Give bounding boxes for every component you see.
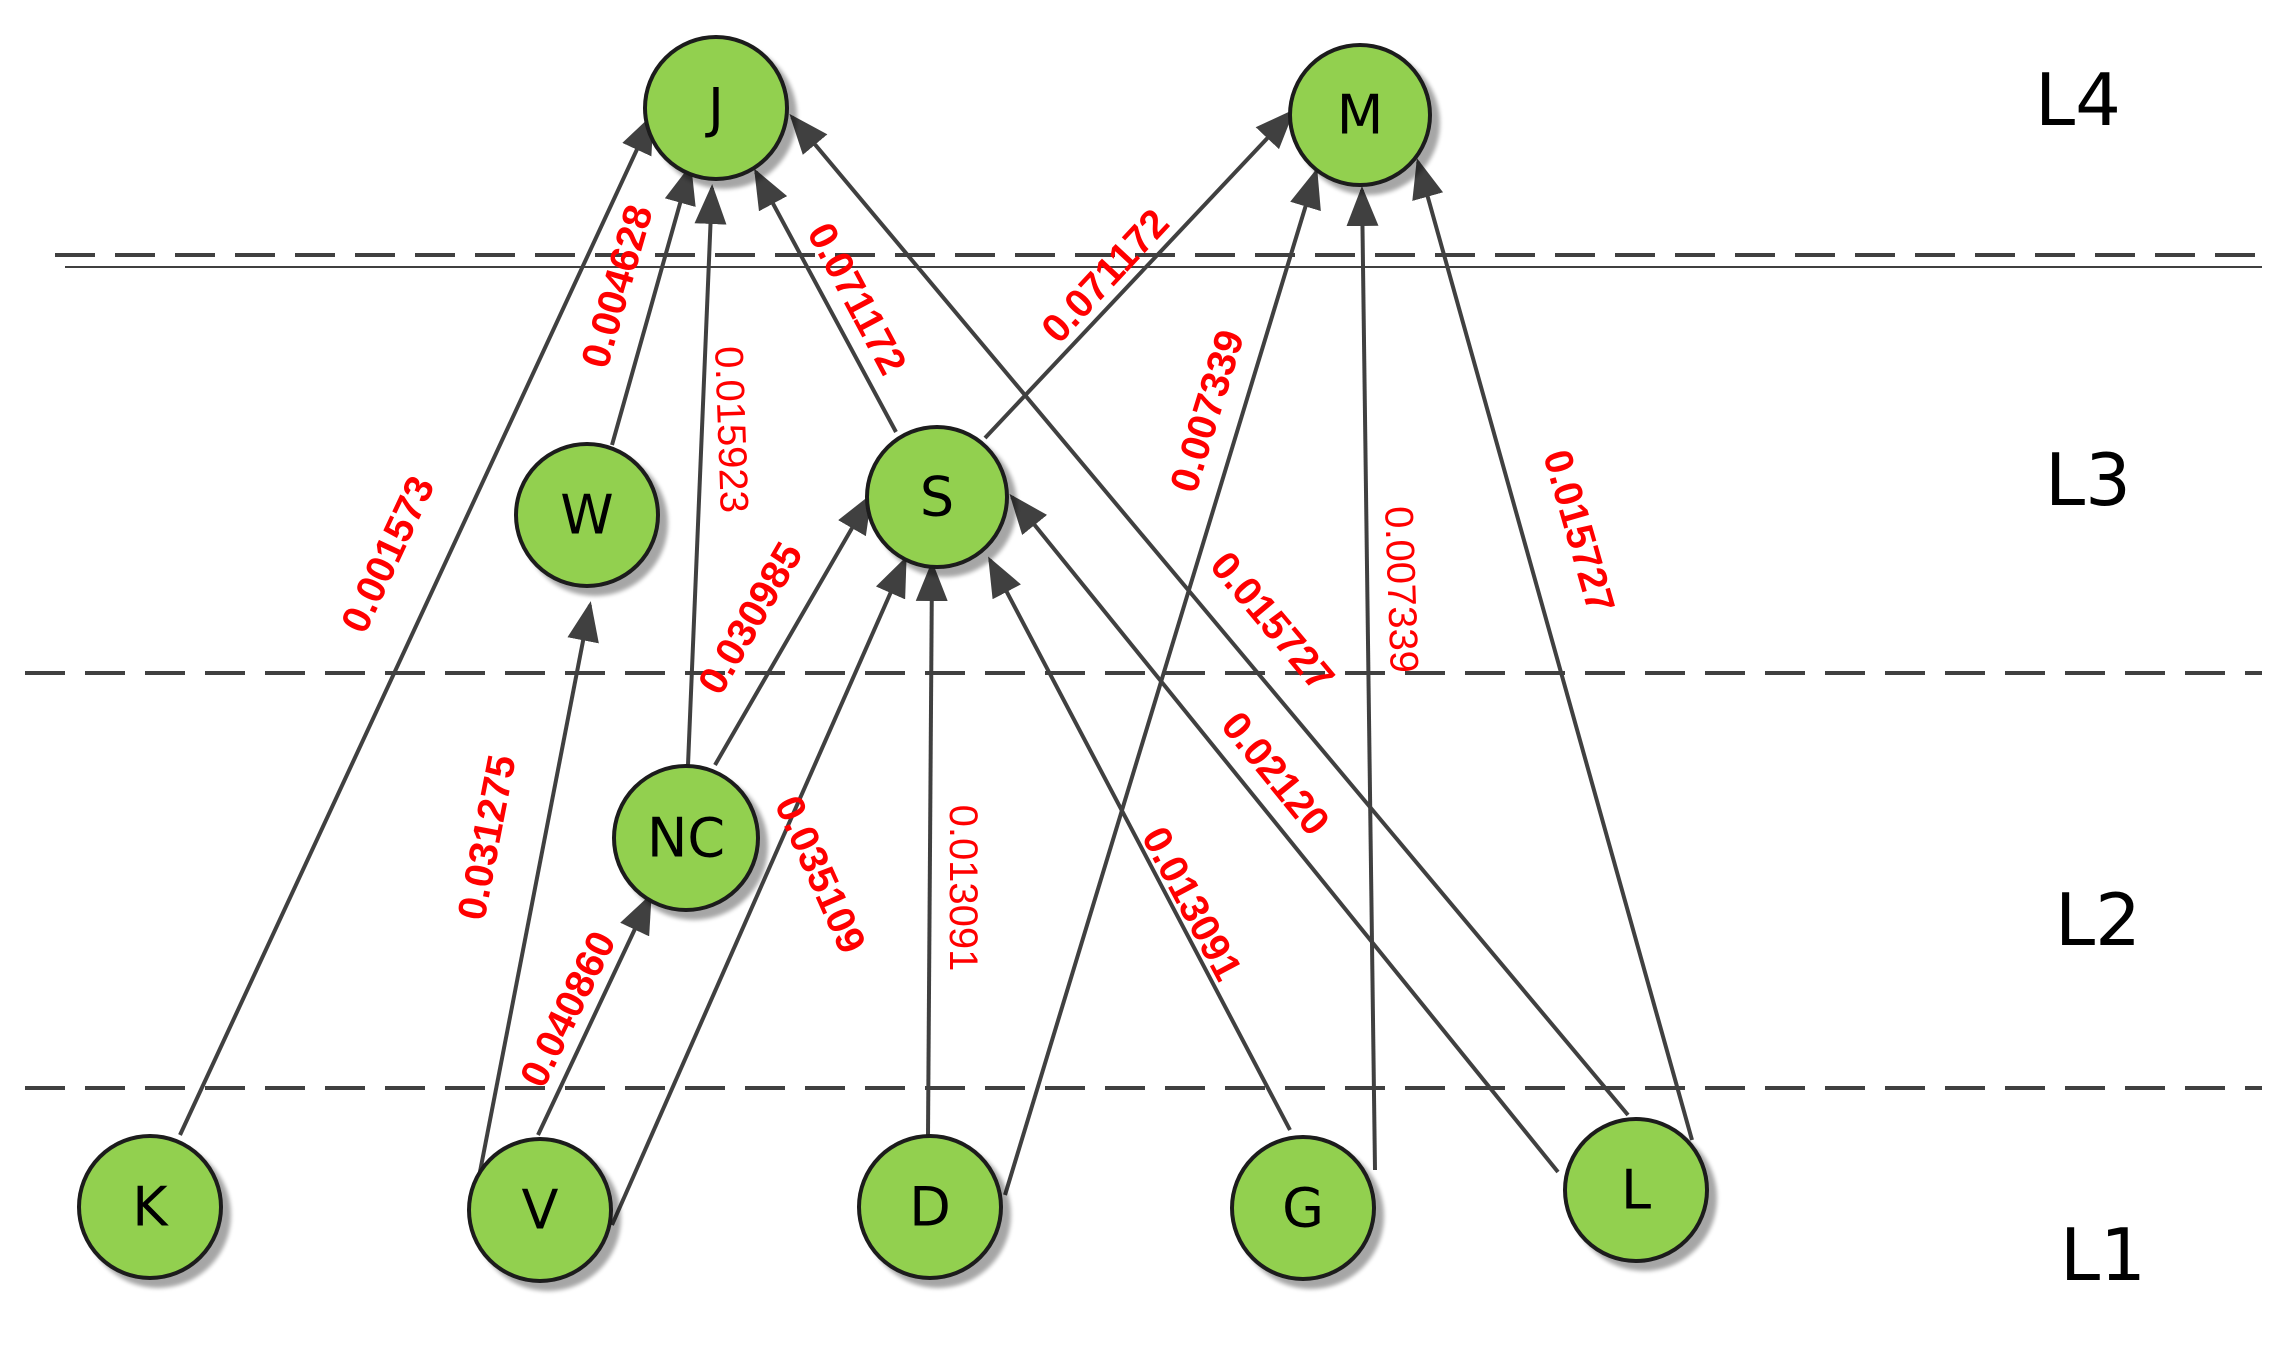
node-label-s: S (920, 466, 954, 529)
weight-k-j: 0.001573 (333, 470, 443, 640)
node-v: V (467, 1137, 613, 1283)
edge-weights: 0.001573 0.004628 0.015923 0.071172 0.01… (333, 200, 1623, 1094)
nodes: J M W S NC K V D (77, 35, 1709, 1283)
node-label-j: J (705, 77, 724, 140)
node-label-k: K (132, 1176, 169, 1239)
node-label-g: G (1282, 1177, 1324, 1240)
edge-k-j (178, 113, 654, 1136)
edge-l-s (1009, 493, 1560, 1174)
weight-s-m: 0.071172 (1033, 201, 1177, 351)
edge-w-j (610, 164, 696, 446)
weight-w-j: 0.004628 (573, 200, 661, 373)
node-k: K (77, 1134, 223, 1280)
node-label-l: L (1621, 1159, 1651, 1222)
node-d: D (857, 1134, 1003, 1280)
node-m: M (1288, 43, 1432, 187)
weight-g-s: 0.013091 (1133, 820, 1250, 988)
node-label-nc: NC (647, 807, 725, 870)
weight-l-j: 0.015727 (1201, 544, 1342, 700)
edge-v-nc (536, 893, 652, 1136)
weight-v-w: 0.031275 (450, 751, 525, 923)
edge-nc-j (686, 184, 727, 766)
level-labels: L4 L3 L2 L1 (2035, 58, 2146, 1297)
level-label-l4: L4 (2035, 58, 2121, 142)
edges (178, 109, 1694, 1226)
node-nc: NC (612, 764, 760, 912)
edge-l-j (789, 113, 1630, 1117)
node-label-m: M (1337, 84, 1384, 147)
edge-v-s (610, 556, 907, 1226)
level-dividers (25, 253, 2262, 1090)
node-label-w: W (560, 484, 613, 547)
weight-nc-j: 0.015923 (706, 345, 756, 513)
edge-nc-s (713, 493, 873, 767)
level-label-l2: L2 (2055, 878, 2141, 962)
level-label-l3: L3 (2045, 438, 2131, 522)
level-label-l1: L1 (2060, 1213, 2146, 1297)
weight-g-m: 0.007339 (1376, 505, 1426, 673)
edge-s-j (754, 168, 898, 433)
node-l: L (1563, 1117, 1709, 1263)
node-w: W (514, 442, 660, 588)
weight-l-m: 0.015727 (1534, 445, 1622, 618)
node-label-v: V (522, 1179, 559, 1242)
edge-s-m (983, 109, 1295, 440)
weight-d-m: 0.007339 (1162, 325, 1253, 497)
edge-d-s (915, 561, 948, 1136)
node-label-d: D (909, 1176, 951, 1239)
node-s: S (865, 425, 1009, 569)
edge-v-w (476, 601, 599, 1183)
node-j: J (643, 35, 789, 181)
edge-l-m (1412, 158, 1694, 1141)
weight-d-s: 0.013091 (941, 805, 985, 972)
edge-g-m (1346, 186, 1379, 1171)
weight-nc-s: 0.030985 (690, 535, 812, 701)
node-g: G (1230, 1135, 1376, 1281)
edge-g-s (988, 556, 1292, 1131)
weight-v-s: 0.035109 (766, 790, 874, 960)
